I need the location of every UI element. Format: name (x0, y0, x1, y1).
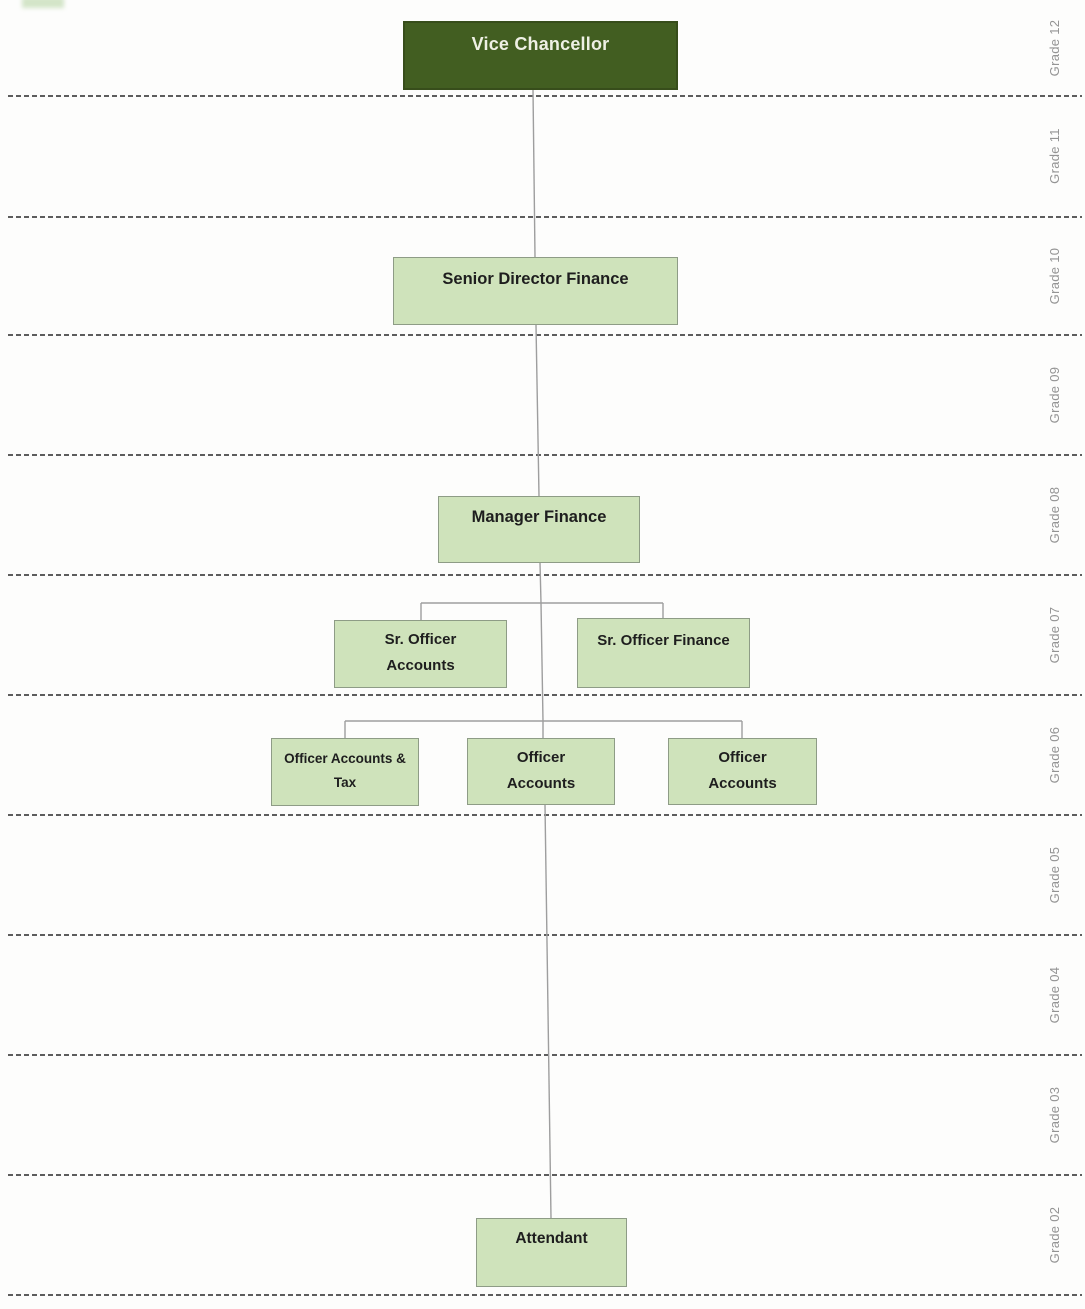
grade-band-label-10: Grade 10 (1047, 247, 1062, 305)
node-label: Attendant (515, 1230, 588, 1247)
connector-lines (344, 89, 743, 1219)
connector-mgr-down (539, 562, 542, 604)
node-officer-accounts-2: Officer Accounts (668, 738, 817, 805)
grade-band-label-06: Grade 06 (1047, 726, 1062, 784)
node-officer-accounts-1: Officer Accounts (467, 738, 615, 805)
node-vice-chancellor: Vice Chancellor (403, 21, 678, 90)
grade-divider-lines (8, 95, 1082, 1296)
grade-band-label-12: Grade 12 (1047, 19, 1062, 77)
node-label: Sr. Officer Accounts (384, 631, 457, 675)
grade-band-label-04: Grade 04 (1047, 966, 1062, 1024)
grade-band-label-11: Grade 11 (1047, 128, 1062, 184)
node-sr-officer-accounts: Sr. Officer Accounts (334, 620, 507, 688)
connector-vc-sdf (532, 89, 536, 258)
grade-band-label-05: Grade 05 (1047, 846, 1062, 904)
grade-band-label-02: Grade 02 (1047, 1206, 1062, 1264)
node-officer-accounts-tax: Officer Accounts & Tax (271, 738, 419, 806)
node-attendant: Attendant (476, 1218, 627, 1287)
connector-oa1-attendant (544, 804, 552, 1219)
node-manager-finance: Manager Finance (438, 496, 640, 563)
node-label: Officer Accounts (708, 749, 777, 792)
node-label: Manager Finance (471, 508, 607, 526)
node-senior-director-finance: Senior Director Finance (393, 257, 678, 325)
node-label: Senior Director Finance (442, 270, 629, 288)
grade-band-label-03: Grade 03 (1047, 1086, 1062, 1144)
node-label: Sr. Officer Finance (597, 632, 730, 649)
grade-band-label-08: Grade 08 (1047, 486, 1062, 544)
node-sr-officer-finance: Sr. Officer Finance (577, 618, 750, 688)
cropped-edge-artifact (22, 0, 64, 8)
node-label: Officer Accounts & Tax (284, 751, 406, 790)
node-label: Officer Accounts (506, 749, 576, 792)
node-label: Vice Chancellor (471, 34, 610, 54)
grade-band-label-09: Grade 09 (1047, 366, 1062, 424)
connector-mid-down (540, 602, 544, 722)
connector-sdf-mgr (535, 324, 540, 497)
grade-band-label-07: Grade 07 (1047, 606, 1062, 664)
